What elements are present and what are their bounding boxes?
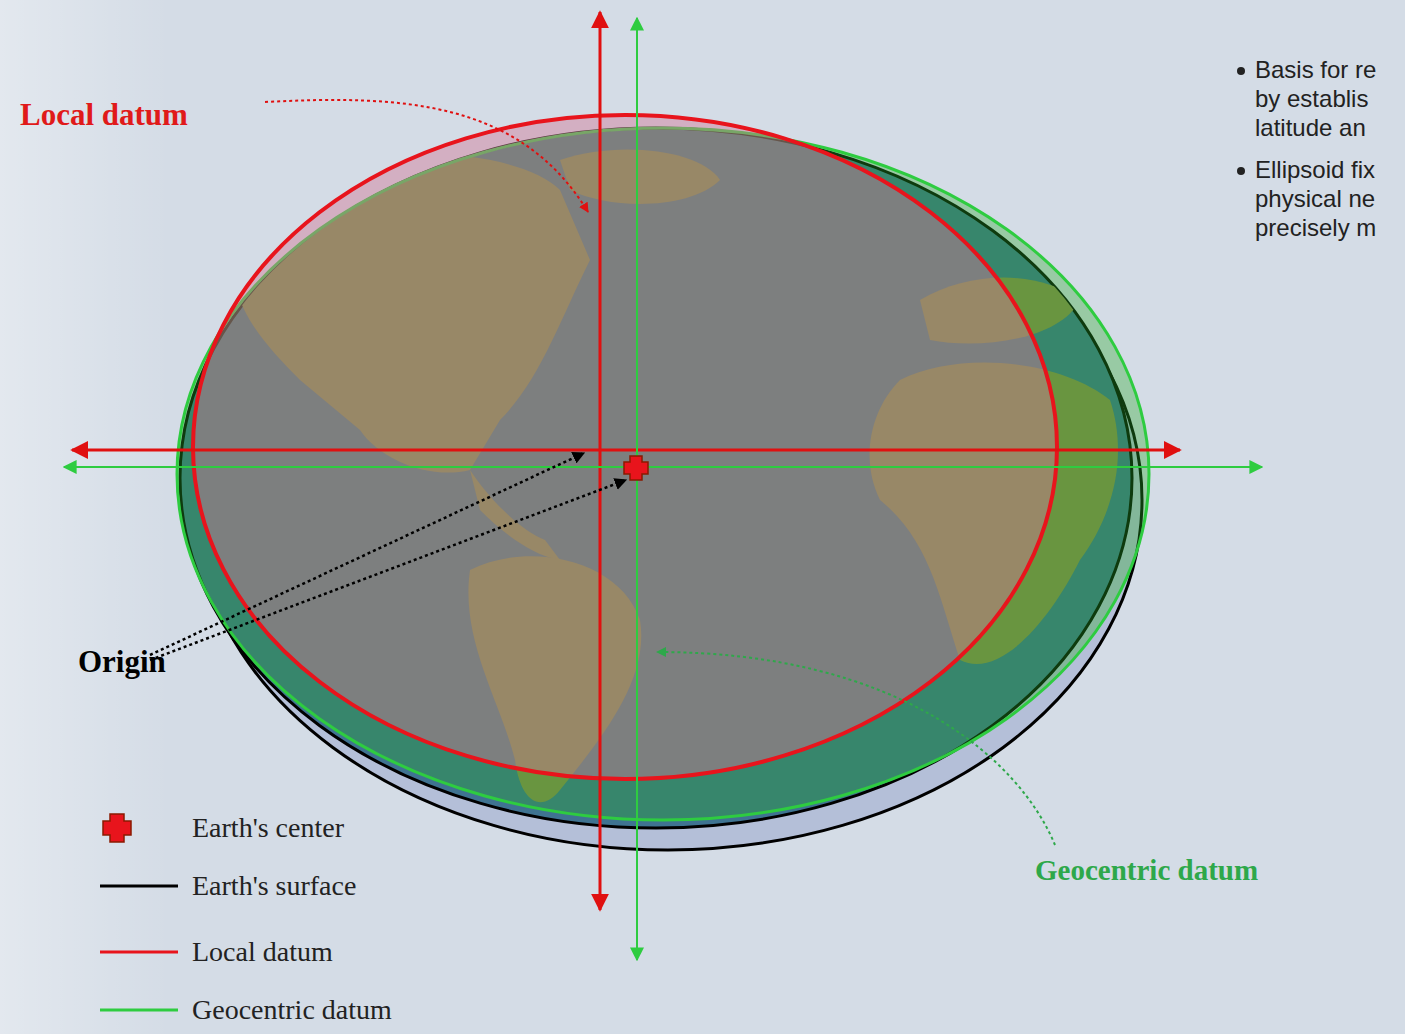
earth-center-cross — [624, 456, 648, 480]
datum-label: Geocentric datum — [1035, 853, 1258, 888]
leader-line — [265, 100, 588, 212]
local-ellipsoid — [193, 115, 1057, 779]
background-glow — [0, 0, 170, 1034]
bullet — [1237, 67, 1245, 75]
datum-label: Local datum — [20, 96, 188, 133]
leader-line — [657, 652, 1055, 845]
legend-text: Earth's center — [192, 811, 344, 845]
bullet-text: Ellipsoid fix physical ne precisely m — [1255, 155, 1400, 242]
bullet-text: Basis for re by establis latitude an — [1255, 55, 1400, 142]
legend-text: Earth's surface — [192, 869, 356, 903]
legend-cross — [103, 814, 131, 842]
bullet — [1237, 167, 1245, 175]
geocentric-axis — [64, 466, 1262, 468]
legend-text: Local datum — [192, 935, 333, 969]
legend-line — [100, 1009, 178, 1012]
legend-text: Geocentric datum — [192, 993, 392, 1027]
origin-label: Origin — [78, 643, 166, 680]
leader-line — [150, 453, 584, 655]
legend-line — [100, 885, 178, 888]
leader-line — [150, 480, 626, 660]
geocentric-axis — [636, 18, 638, 960]
legend-line — [100, 951, 178, 954]
local-axis — [599, 12, 602, 910]
local-axis — [72, 449, 1180, 452]
